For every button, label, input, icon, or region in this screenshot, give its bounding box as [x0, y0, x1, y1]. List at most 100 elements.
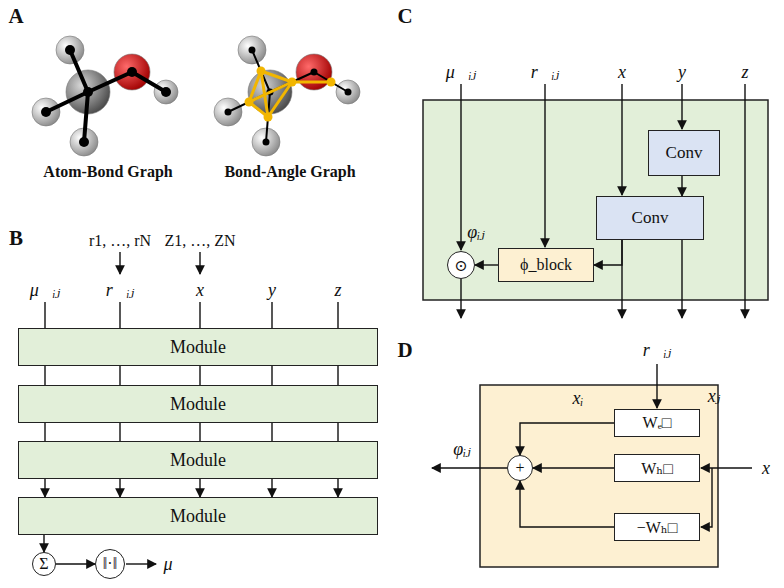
phi-block-box: ϕ_block — [498, 248, 594, 282]
signal-name: xⱼ — [708, 385, 721, 407]
molecule-part — [268, 82, 292, 117]
connector — [56, 563, 95, 564]
connector — [681, 176, 682, 196]
module-box: Module — [18, 328, 378, 366]
molecule-part — [257, 67, 266, 76]
conv-box: Conv — [648, 130, 720, 176]
molecule-part — [261, 71, 292, 82]
connector — [594, 240, 622, 265]
signal-name: φᵢⱼ — [467, 221, 485, 243]
signal-name: r⃗ᵢⱼ — [643, 339, 672, 361]
molecule-part — [70, 50, 88, 92]
molecule-part — [32, 98, 60, 126]
connector — [44, 366, 45, 385]
connector — [271, 366, 272, 385]
molecule-part — [296, 54, 332, 90]
signal-name: z — [741, 62, 748, 83]
molecule-part — [311, 69, 318, 76]
connector — [337, 366, 338, 385]
molecule-part — [56, 36, 84, 64]
molecule-part — [46, 92, 88, 112]
connector — [337, 423, 338, 441]
connector — [337, 479, 338, 497]
product-circle: ⊙ — [447, 251, 475, 279]
module-panel — [423, 100, 768, 300]
node-text: Module — [170, 394, 226, 415]
molecule-part — [79, 137, 89, 147]
molecule-part — [83, 87, 93, 97]
caption: Bond-Angle Graph — [224, 163, 355, 181]
norm-circle: ‖·‖ — [95, 549, 125, 579]
node-text: Conv — [632, 208, 669, 228]
panel-letter: A — [8, 4, 23, 29]
molecule-part — [161, 87, 171, 97]
node-text: Wₑ□ — [643, 414, 672, 432]
node-text: −Wₕ□ — [637, 518, 678, 537]
molecule-part — [127, 67, 137, 77]
connector — [520, 481, 614, 527]
connector — [43, 535, 44, 552]
conv-box: Conv — [596, 196, 704, 240]
node-text: Module — [170, 450, 226, 471]
molecule-part — [88, 72, 132, 92]
weight-box: Wₑ□ — [614, 409, 700, 437]
molecule-part — [249, 71, 261, 102]
panel-letter: C — [397, 4, 412, 29]
node-text: Σ — [39, 555, 48, 573]
molecule-part — [292, 81, 331, 84]
molecule-part — [263, 139, 270, 146]
wires — [45, 84, 752, 564]
molecule-part — [154, 80, 178, 104]
connector — [199, 423, 200, 441]
signal-name: μ⃗ᵢⱼ — [30, 279, 61, 301]
molecule-part — [264, 113, 273, 122]
molecule-part — [132, 72, 166, 92]
molecule-part — [245, 98, 254, 107]
molecule-part — [238, 36, 266, 64]
molecule-illustration — [32, 36, 360, 156]
molecule-part — [336, 80, 360, 104]
connector — [271, 479, 272, 497]
molecule-part — [249, 47, 256, 54]
connector — [119, 423, 120, 441]
signal-name: z — [334, 280, 341, 301]
signal-name: r⃗ᵢⱼ — [531, 61, 560, 83]
signal-name: μ⃗ᵢⱼ — [446, 61, 477, 83]
molecule-part — [288, 78, 297, 87]
molecule-part — [214, 98, 242, 126]
molecule-part — [261, 71, 268, 117]
connector — [199, 366, 200, 385]
molecule-part — [327, 78, 336, 87]
connector — [271, 423, 272, 441]
node-text: + — [515, 459, 524, 477]
output-label: μ — [163, 554, 172, 575]
connector — [475, 264, 498, 265]
molecule-part — [65, 45, 75, 55]
node-text: ⊙ — [454, 256, 467, 275]
node-text: ϕ_block — [520, 256, 572, 274]
phi-block-panel — [480, 385, 718, 567]
molecule-part — [41, 107, 51, 117]
caption: Atom-Bond Graph — [43, 163, 172, 181]
node-text: ‖·‖ — [103, 555, 117, 573]
panel-letter: D — [397, 338, 412, 363]
signal-name: xᵢ — [573, 388, 584, 409]
node-text: Module — [170, 506, 226, 527]
molecule-part — [84, 92, 88, 142]
panel-letter: B — [9, 226, 23, 251]
input-label: Z1, …, ZN — [164, 232, 235, 250]
sum-circle: + — [507, 455, 533, 481]
weight-box: −Wₕ□ — [614, 513, 700, 541]
connector — [119, 366, 120, 385]
signal-name: φᵢⱼ — [453, 438, 471, 460]
signal-name: x — [196, 280, 204, 301]
sum-circle: Σ — [32, 552, 56, 576]
input-label: r1, …, rN — [89, 232, 151, 250]
node-text: Module — [170, 337, 226, 358]
connector — [44, 423, 45, 441]
molecule-part — [225, 109, 232, 116]
connector — [533, 467, 614, 468]
signal-name: x — [762, 458, 770, 479]
weight-box: Wₕ□ — [614, 454, 700, 482]
module-box: Module — [18, 497, 378, 535]
